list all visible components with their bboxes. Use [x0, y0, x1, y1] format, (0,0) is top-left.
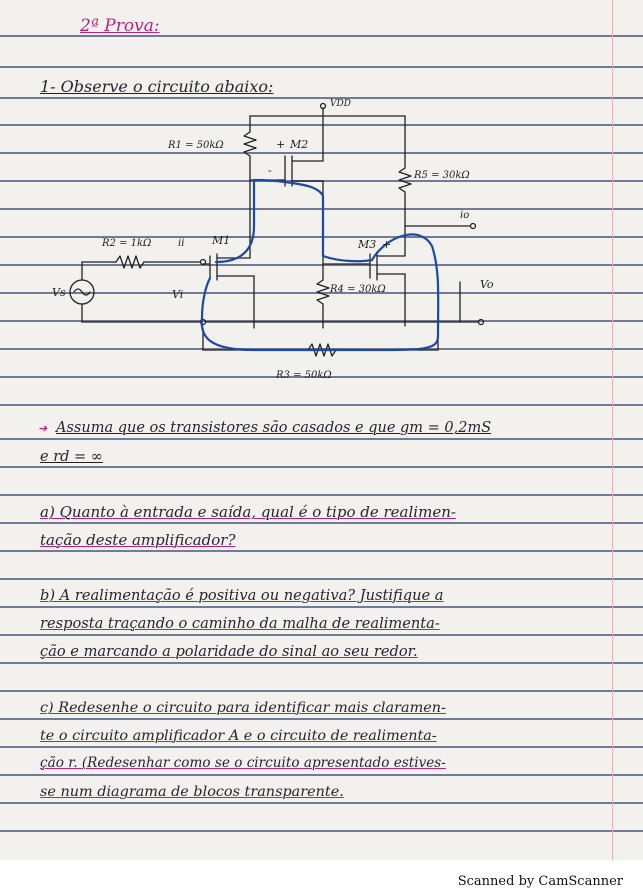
ruled-line [0, 466, 643, 468]
margin-line [612, 0, 613, 860]
m2-polarity-minus: - [268, 164, 272, 177]
ruled-line [0, 550, 643, 552]
ruled-line [0, 292, 643, 294]
m2-label: M2 [289, 138, 308, 151]
r2-label: R2 = 1kΩ [101, 238, 151, 249]
question-a-line: tação deste amplificador? [40, 531, 236, 549]
vi-label: Vi [172, 288, 183, 301]
m2-polarity-plus: + [276, 138, 285, 151]
ruled-line [0, 208, 643, 210]
ruled-line [0, 35, 643, 37]
m3-polarity-plus: + [382, 238, 391, 251]
bullet-arrow: ➔ [38, 422, 48, 435]
notebook-page: 2ª Prova: 1- Observe o circuito abaixo: [0, 0, 643, 860]
r3-label: R3 = 50kΩ [275, 370, 332, 381]
ruled-line [0, 494, 643, 496]
r4-label: R4 = 30kΩ [329, 284, 386, 295]
ruled-line [0, 774, 643, 776]
ruled-line [0, 690, 643, 692]
ruled-line [0, 718, 643, 720]
ruled-line [0, 634, 643, 636]
ruled-line [0, 97, 643, 99]
ruled-line [0, 438, 643, 440]
question-b-line: ção e marcando a polaridade do sinal ao … [40, 643, 418, 660]
question-a-line: a) Quanto à entrada e saída, qual é o ti… [40, 503, 456, 521]
question-c-line: te o circuito amplificador A e o circuit… [40, 728, 437, 744]
ruled-line [0, 606, 643, 608]
ruled-line [0, 662, 643, 664]
question-c-line: c) Redesenhe o circuito para identificar… [40, 700, 446, 716]
ruled-line [0, 320, 643, 322]
r5-label: R5 = 30kΩ [413, 170, 470, 181]
ruled-line [0, 578, 643, 580]
scanner-watermark: Scanned by CamScanner [457, 874, 623, 889]
ruled-line [0, 522, 643, 524]
m3-label: M3 [357, 238, 376, 251]
question-c-line: ção r. (Redesenhar como se o circuito ap… [40, 755, 446, 771]
page-title: 2ª Prova: [80, 16, 160, 36]
ruled-line [0, 746, 643, 748]
ruled-line [0, 404, 643, 406]
ruled-line [0, 802, 643, 804]
vdd-label: VDD [330, 99, 351, 109]
m1-label: M1 [211, 234, 230, 247]
ruled-line [0, 236, 643, 238]
feedback-path [200, 178, 440, 352]
question-b-line: resposta traçando o caminho da malha de … [40, 615, 440, 632]
scan-footer [0, 860, 643, 890]
ruled-line [0, 66, 643, 68]
ruled-line [0, 264, 643, 266]
ruled-line [0, 124, 643, 126]
vs-label: Vs [52, 286, 66, 299]
assumption-line-1: Assuma que os transistores são casados e… [56, 420, 492, 436]
circuit-diagram: VDD R1 = 50kΩ M2 + - R5 = 30kΩ io R2 = 1… [52, 99, 494, 381]
ruled-line [0, 152, 643, 154]
r1-label: R1 = 50kΩ [167, 140, 224, 151]
assumption-line-2: e rd = ∞ [40, 449, 103, 465]
ii-label: ii [178, 238, 184, 249]
question-b-line: b) A realimentação é positiva ou negativ… [40, 587, 444, 604]
ruled-line [0, 830, 643, 832]
question-c-line: se num diagrama de blocos transparente. [40, 784, 344, 800]
question-1-heading: 1- Observe o circuito abaixo: [40, 77, 274, 96]
io-label: io [460, 210, 469, 221]
vo-label: Vo [480, 278, 494, 291]
ruled-line [0, 376, 643, 378]
